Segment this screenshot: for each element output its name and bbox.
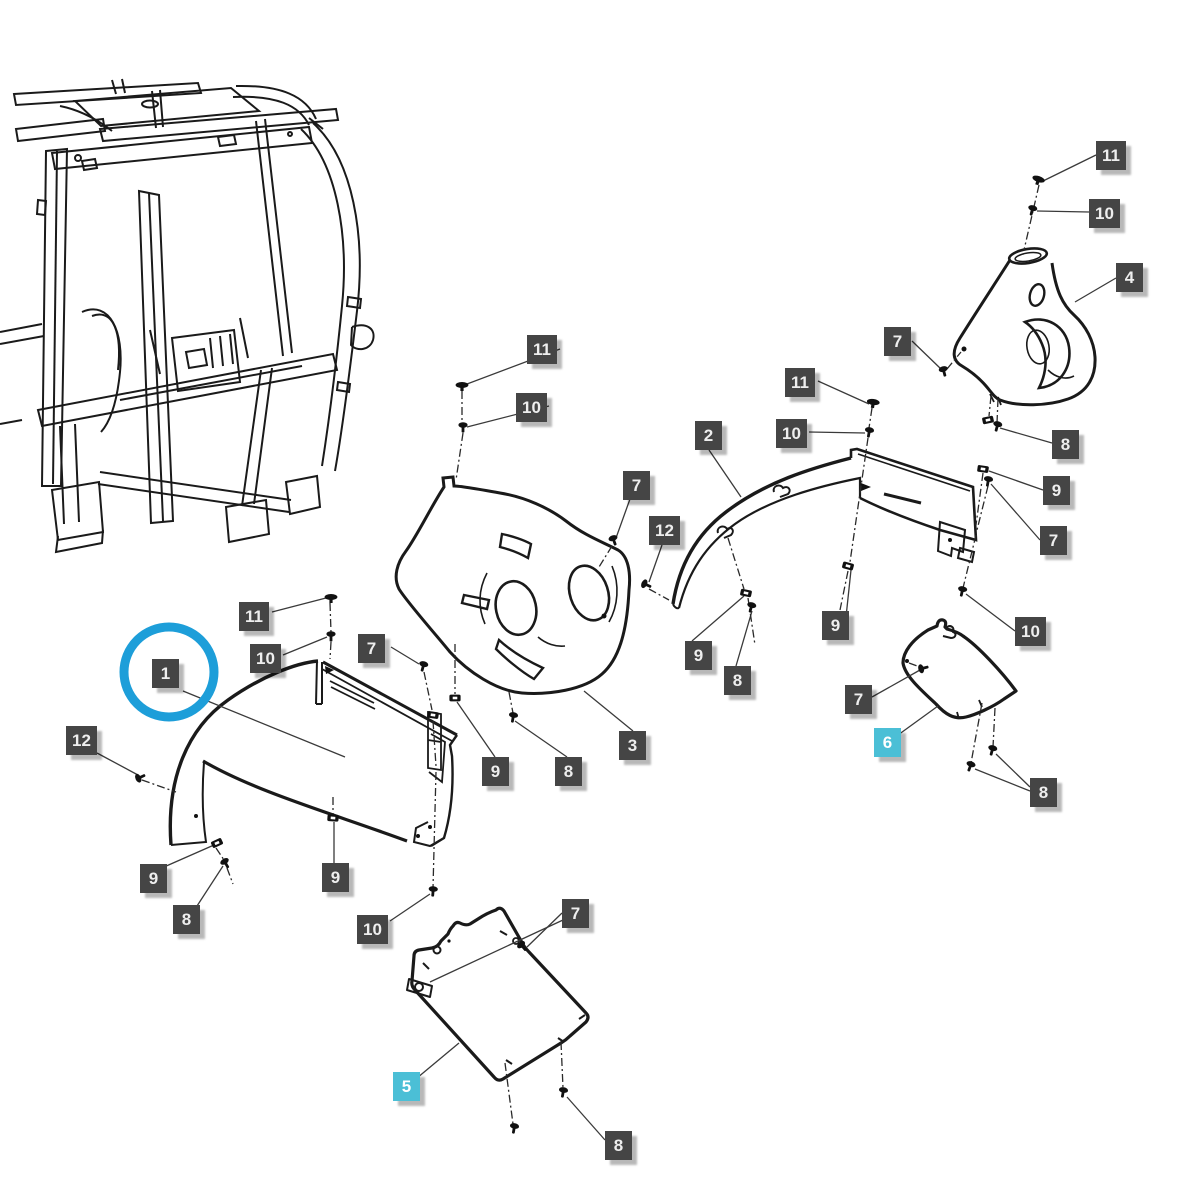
highlight-circle (119, 622, 219, 722)
part-label-10[interactable]: 10 (1015, 617, 1046, 646)
part-label-8[interactable]: 8 (1030, 778, 1057, 807)
part-label-7[interactable]: 7 (562, 899, 589, 928)
part-label-9[interactable]: 9 (322, 863, 349, 892)
part-label-8[interactable]: 8 (555, 757, 582, 786)
part-label-9[interactable]: 9 (140, 864, 167, 893)
part-4-cowl-drawing (952, 247, 1097, 407)
part-label-11[interactable]: 11 (527, 335, 557, 364)
part-label-9[interactable]: 9 (482, 757, 509, 786)
part-label-8[interactable]: 8 (605, 1131, 632, 1160)
part-label-7[interactable]: 7 (358, 634, 385, 663)
part-label-10[interactable]: 10 (516, 393, 547, 422)
part-label-10[interactable]: 10 (357, 915, 388, 944)
part-label-10[interactable]: 10 (1089, 199, 1120, 228)
part-label-10[interactable]: 10 (776, 419, 807, 448)
part-5-plate-drawing (406, 906, 590, 1082)
cab-frame-drawing (0, 78, 375, 554)
part-label-2[interactable]: 2 (695, 421, 722, 450)
part-label-3[interactable]: 3 (619, 731, 646, 760)
part-label-4[interactable]: 4 (1116, 263, 1143, 292)
part-label-1[interactable]: 1 (152, 659, 179, 688)
part-label-8[interactable]: 8 (724, 666, 751, 695)
part-label-7[interactable]: 7 (884, 327, 911, 356)
part-label-11[interactable]: 11 (1096, 141, 1126, 170)
part-2-extension-drawing (671, 447, 978, 610)
part-label-7[interactable]: 7 (623, 471, 650, 500)
part-label-9[interactable]: 9 (685, 641, 712, 670)
part-label-10[interactable]: 10 (250, 644, 281, 673)
part-label-11[interactable]: 11 (785, 368, 815, 397)
part-label-6[interactable]: 6 (874, 728, 901, 757)
part-label-12[interactable]: 12 (66, 726, 97, 755)
part-label-8[interactable]: 8 (1052, 430, 1079, 459)
part-label-11[interactable]: 11 (239, 602, 269, 631)
part-label-7[interactable]: 7 (845, 685, 872, 714)
part-3-shield-drawing (394, 475, 632, 695)
part-label-8[interactable]: 8 (173, 905, 200, 934)
part-label-5[interactable]: 5 (393, 1072, 420, 1101)
part-label-12[interactable]: 12 (649, 516, 680, 545)
part-label-7[interactable]: 7 (1040, 526, 1067, 555)
part-label-9[interactable]: 9 (1043, 476, 1070, 505)
part-label-9[interactable]: 9 (822, 611, 849, 640)
